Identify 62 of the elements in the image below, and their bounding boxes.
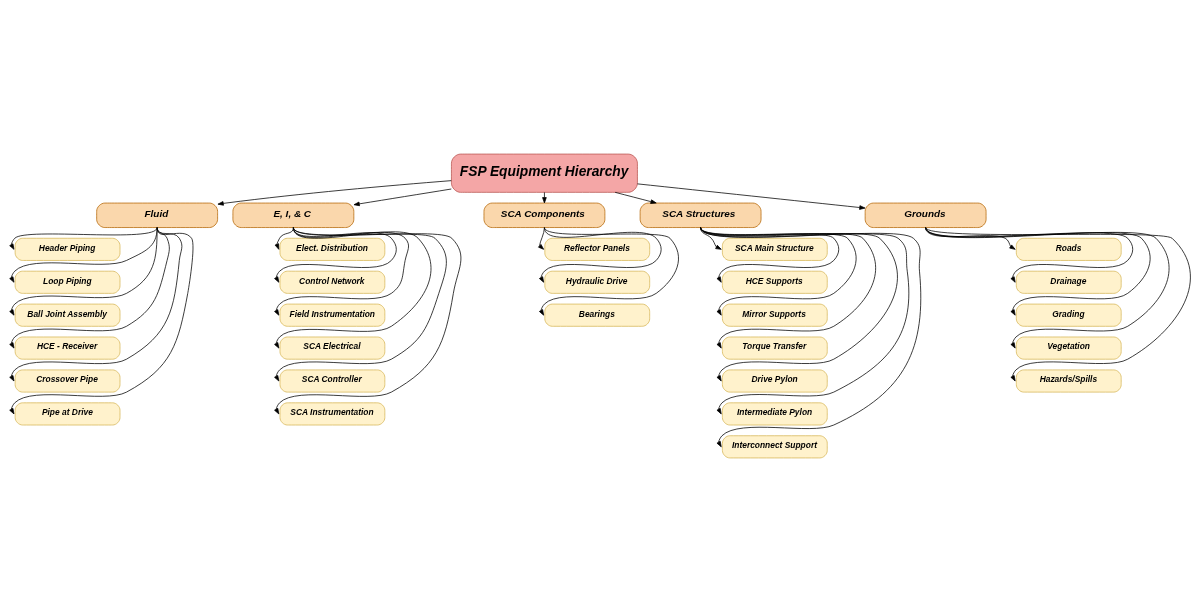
- node-box: SCA Structures: [639, 202, 762, 228]
- node-box: Hazards/Spills: [1015, 369, 1122, 393]
- node-box: Roads: [1015, 237, 1122, 261]
- arrow: [9, 227, 183, 382]
- arrow: [217, 180, 452, 206]
- arrow: [700, 227, 840, 283]
- arrow: [274, 227, 397, 283]
- node-box: Control Network: [279, 270, 386, 294]
- node-box: Ball Joint Assembly: [14, 303, 121, 327]
- arrow: [539, 227, 662, 283]
- node-box: Hydraulic Drive: [544, 270, 651, 294]
- node-box: Fluid: [96, 202, 218, 228]
- node-box: SCA Instrumentation: [279, 402, 386, 426]
- arrow: [700, 227, 910, 415]
- arrow: [9, 227, 170, 349]
- node-box: Reflector Panels: [544, 237, 651, 261]
- arrow: [274, 227, 447, 382]
- arrow: [700, 227, 922, 448]
- arrow: [9, 227, 158, 250]
- node-box: E, I, & C: [232, 202, 355, 228]
- node-box: Mirror Supports: [722, 303, 828, 327]
- arrow: [9, 227, 158, 316]
- node-box: FSP Equipment Hierarchy: [451, 153, 638, 193]
- arrow: [9, 227, 158, 283]
- node-box: Loop Piping: [14, 270, 121, 294]
- node-box: Field Instrumentation: [279, 303, 386, 327]
- arrow: [274, 227, 294, 250]
- node-box: SCA Controller: [279, 369, 386, 393]
- node-box: Vegetation: [1015, 336, 1122, 360]
- arrow: [614, 191, 657, 204]
- arrow: [353, 188, 452, 207]
- arrow: [538, 227, 545, 250]
- node-box: Grading: [1015, 303, 1122, 327]
- node-box: Crossover Pipe: [14, 369, 121, 393]
- arrow: [925, 227, 1170, 349]
- arrow: [637, 183, 866, 210]
- arrow: [274, 227, 462, 415]
- node-box: HCE - Receiver: [14, 336, 121, 360]
- node-box: Torque Transfer: [722, 336, 828, 360]
- arrow: [274, 227, 409, 316]
- node-box: Header Piping: [14, 237, 121, 261]
- node-box: Interconnect Support: [722, 435, 828, 459]
- arrow: [700, 227, 898, 382]
- node-box: Drainage: [1015, 270, 1122, 294]
- arrow: [539, 227, 679, 316]
- node-box: SCA Electrical: [279, 336, 386, 360]
- arrow: [542, 191, 547, 204]
- node-box: Bearings: [544, 303, 651, 327]
- arrow: [700, 227, 876, 349]
- node-box: HCE Supports: [722, 270, 828, 294]
- node-box: SCA Components: [483, 202, 606, 228]
- arrow: [700, 227, 722, 250]
- arrow: [9, 227, 194, 415]
- node-box: Grounds: [864, 202, 987, 228]
- node-box: Drive Pylon: [722, 369, 828, 393]
- node-box: SCA Main Structure: [722, 237, 828, 261]
- arrow: [274, 227, 432, 349]
- node-box: Pipe at Drive: [14, 402, 121, 426]
- arrow: [700, 227, 857, 316]
- node-box: Elect. Distribution: [279, 237, 386, 261]
- arrow: [925, 227, 1191, 382]
- node-box: Intermediate Pylon: [722, 402, 828, 426]
